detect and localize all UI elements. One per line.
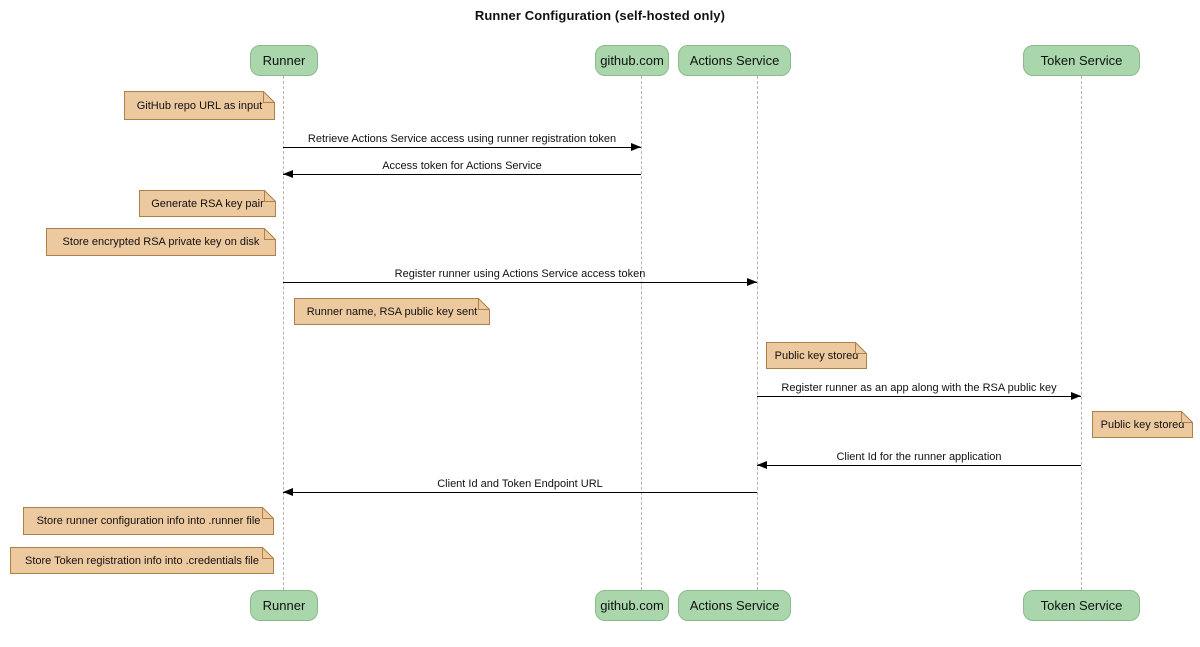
message-label: Access token for Actions Service bbox=[382, 160, 542, 172]
actor-box-github-top: github.com bbox=[595, 45, 669, 76]
message-arrow: Access token for Actions Service bbox=[283, 158, 641, 178]
message-label: Register runner using Actions Service ac… bbox=[394, 268, 646, 280]
actor-box-actions-service-top: Actions Service bbox=[678, 45, 791, 76]
note-fold-icon bbox=[264, 228, 276, 240]
arrow-head-icon bbox=[283, 488, 293, 496]
note: Generate RSA key pair bbox=[139, 190, 276, 217]
message-arrow: Client Id and Token Endpoint URL bbox=[283, 476, 757, 496]
lifeline-token-service bbox=[1081, 76, 1082, 590]
message-line bbox=[283, 174, 641, 175]
note-fold-icon bbox=[263, 91, 275, 103]
note: Runner name, RSA public key sent bbox=[294, 298, 490, 325]
note-label: Store Token registration info into .cred… bbox=[25, 554, 259, 567]
lifeline-github bbox=[641, 76, 642, 590]
actor-box-github-bottom: github.com bbox=[595, 590, 669, 621]
actor-box-token-service-bottom: Token Service bbox=[1023, 590, 1140, 621]
note: Store runner configuration info into .ru… bbox=[23, 507, 274, 535]
actor-label: github.com bbox=[600, 53, 664, 68]
message-line bbox=[283, 282, 757, 283]
note-fold-icon bbox=[478, 298, 490, 310]
arrow-head-icon bbox=[747, 278, 757, 286]
note: GitHub repo URL as input bbox=[124, 91, 275, 120]
message-line bbox=[757, 465, 1081, 466]
message-line bbox=[283, 147, 641, 148]
actor-label: Runner bbox=[262, 598, 306, 613]
message-label: Register runner as an app along with the… bbox=[781, 382, 1057, 394]
message-label: Retrieve Actions Service access using ru… bbox=[307, 133, 617, 145]
note-label: Store runner configuration info into .ru… bbox=[36, 515, 261, 527]
note: Public key stored bbox=[766, 342, 867, 369]
arrow-head-icon bbox=[631, 143, 641, 151]
actor-label: Token Service bbox=[1040, 53, 1123, 68]
diagram-title: Runner Configuration (self-hosted only) bbox=[474, 8, 726, 23]
note-label: GitHub repo URL as input bbox=[136, 99, 263, 112]
note-label: Store encrypted RSA private key on disk bbox=[62, 236, 260, 248]
note: Store encrypted RSA private key on disk bbox=[46, 228, 276, 256]
note: Store Token registration info into .cred… bbox=[10, 547, 274, 574]
message-arrow: Register runner as an app along with the… bbox=[757, 380, 1081, 400]
note-fold-icon bbox=[264, 190, 276, 202]
message-arrow: Register runner using Actions Service ac… bbox=[283, 266, 757, 286]
message-label: Client Id and Token Endpoint URL bbox=[437, 478, 603, 490]
note-label: Runner name, RSA public key sent bbox=[306, 305, 478, 318]
note-fold-icon bbox=[262, 507, 274, 519]
note-fold-icon bbox=[1181, 411, 1193, 423]
arrow-head-icon bbox=[283, 170, 293, 178]
actor-label: Actions Service bbox=[689, 53, 780, 68]
actor-box-runner-top: Runner bbox=[250, 45, 318, 76]
note-fold-icon bbox=[262, 547, 274, 559]
note-label: Public key stored bbox=[1100, 418, 1185, 431]
actor-box-actions-service-bottom: Actions Service bbox=[678, 590, 791, 621]
actor-box-token-service-top: Token Service bbox=[1023, 45, 1140, 76]
message-line bbox=[283, 492, 757, 493]
note-label: Public key stored bbox=[774, 349, 859, 362]
note-label: Generate RSA key pair bbox=[151, 197, 264, 210]
message-line bbox=[757, 396, 1081, 397]
note-fold-icon bbox=[855, 342, 867, 354]
lifeline-actions-service bbox=[757, 76, 758, 590]
actor-label: Actions Service bbox=[689, 598, 780, 613]
lifeline-runner bbox=[283, 76, 284, 590]
actor-label: Token Service bbox=[1040, 598, 1123, 613]
actor-box-runner-bottom: Runner bbox=[250, 590, 318, 621]
actor-label: github.com bbox=[600, 598, 664, 613]
note: Public key stored bbox=[1092, 411, 1193, 438]
arrow-head-icon bbox=[1071, 392, 1081, 400]
arrow-head-icon bbox=[757, 461, 767, 469]
message-arrow: Client Id for the runner application bbox=[757, 449, 1081, 469]
actor-label: Runner bbox=[262, 53, 306, 68]
message-label: Client Id for the runner application bbox=[836, 451, 1002, 463]
message-arrow: Retrieve Actions Service access using ru… bbox=[283, 131, 641, 151]
